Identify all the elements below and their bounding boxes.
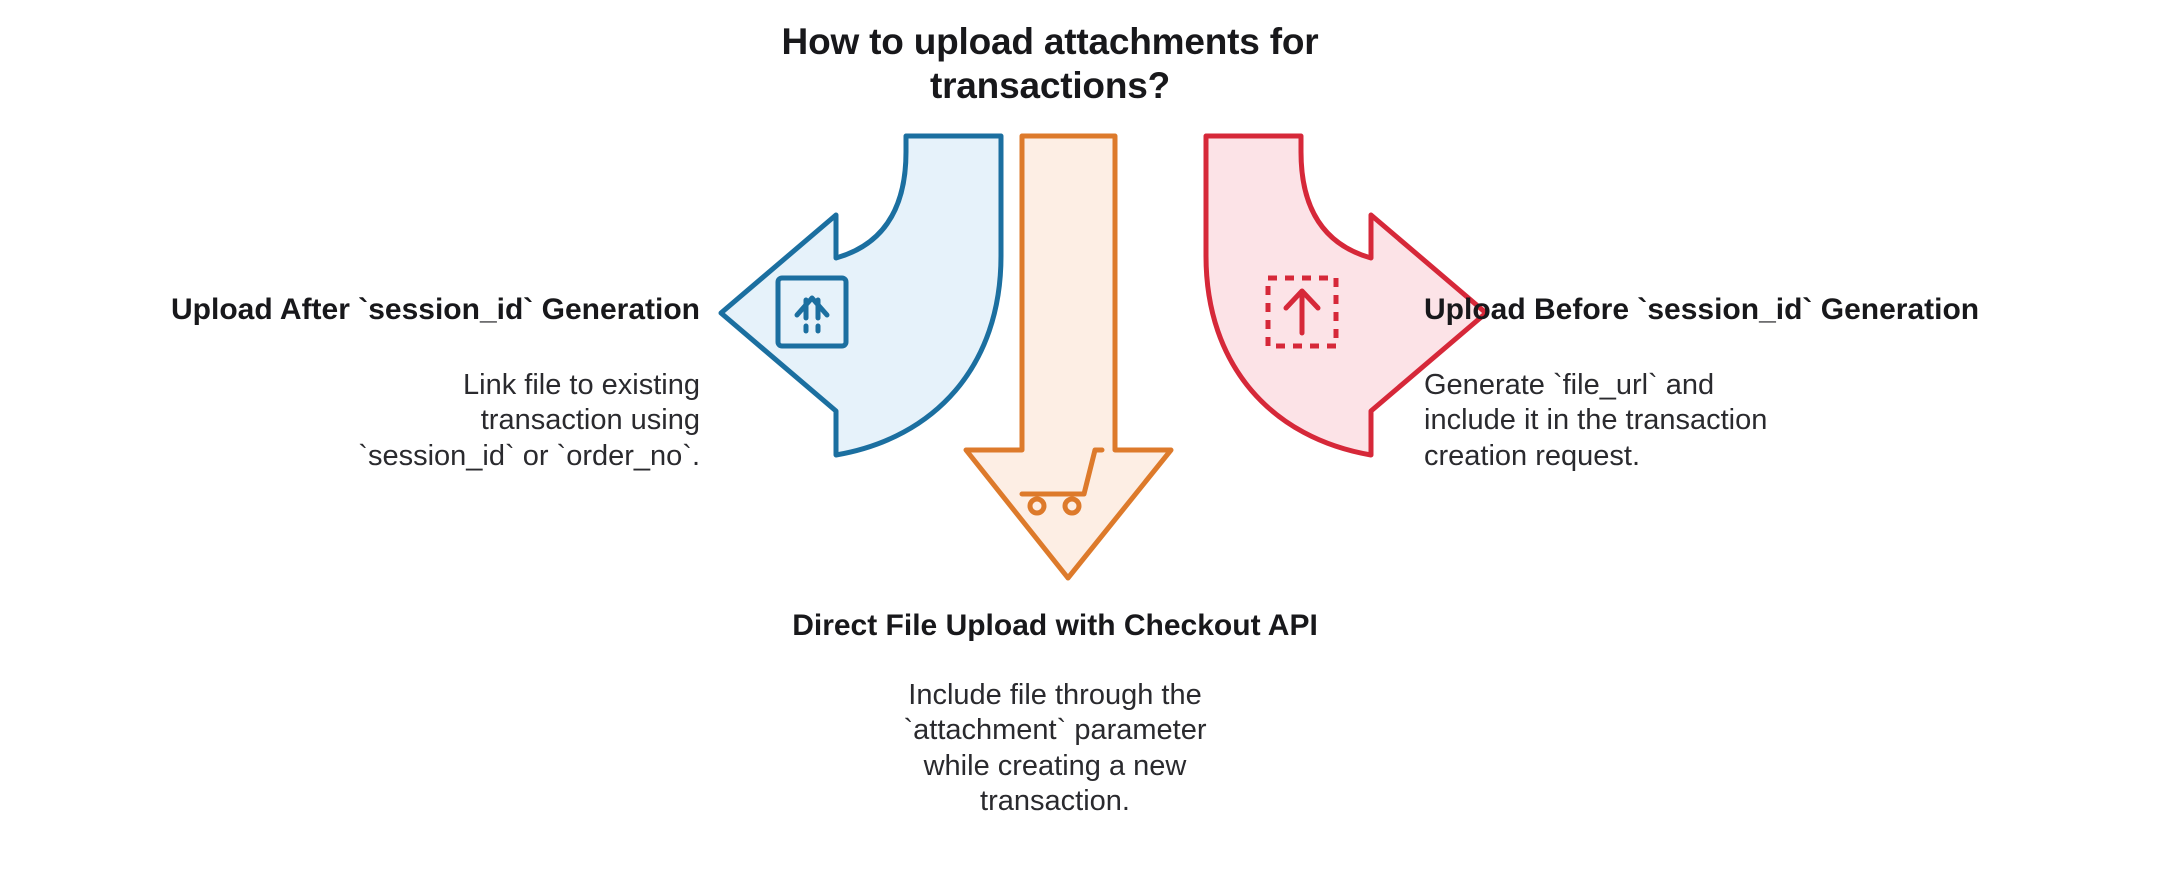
branch-body-bottom: Include file through the `attachment` pa… — [903, 679, 1207, 818]
branch-body-right: Generate `file_url` and include it in th… — [1424, 369, 1768, 472]
arrow-down-orange[interactable] — [963, 133, 1174, 581]
arrow-right-red-outline[interactable] — [1203, 133, 1489, 458]
dashed-upload-icon — [1265, 275, 1339, 349]
branch-heading-left: Upload After `session_id` Generation — [171, 293, 700, 326]
arrow-left-blue-outline[interactable] — [718, 133, 1004, 458]
page-title: How to upload attachments for transactio… — [781, 21, 1319, 106]
upload-box-icon — [775, 275, 849, 349]
branch-body-left: Link file to existing transaction using … — [358, 369, 700, 472]
branch-heading-bottom: Direct File Upload with Checkout API — [792, 609, 1318, 642]
arrow-left-blue[interactable] — [718, 133, 1004, 458]
branch-heading-right: Upload Before `session_id` Generation — [1424, 293, 1980, 326]
shopping-cart-icon — [1019, 447, 1105, 516]
arrow-down-orange-outline[interactable] — [963, 133, 1174, 581]
arrow-right-red[interactable] — [1203, 133, 1489, 458]
